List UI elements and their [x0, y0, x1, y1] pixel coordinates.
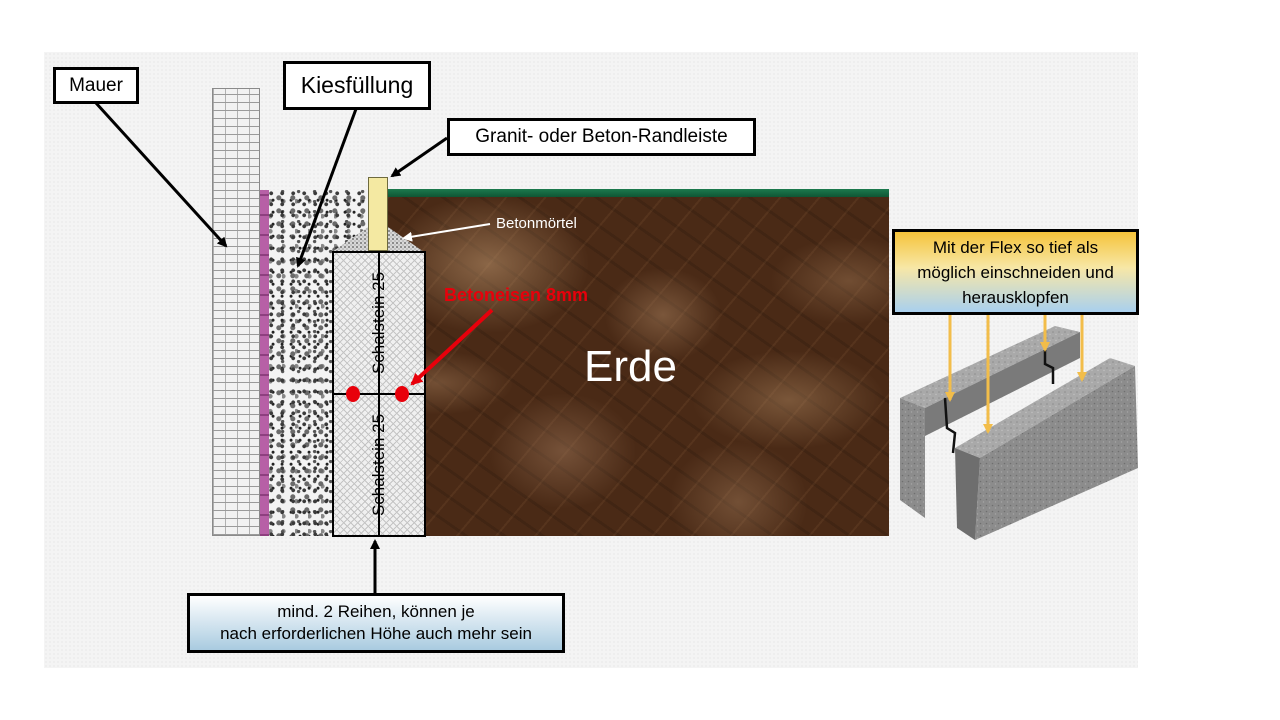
rebar-dot-right [395, 386, 409, 402]
gravel-label: Kiesfüllung [300, 72, 414, 98]
wall-label-box: Mauer [53, 67, 139, 104]
membrane-layer [260, 190, 269, 536]
flex-note-line-2: möglich einschneiden und [917, 262, 1114, 282]
curb-stone [368, 177, 388, 251]
formwork-block-illustration [900, 326, 1138, 540]
rows-note-line-1: mind. 2 Reihen, können je [277, 602, 475, 621]
gravel-label-box: Kiesfüllung [283, 61, 431, 110]
rows-note-box: mind. 2 Reihen, können je nach erforderl… [187, 593, 565, 653]
rows-note-line-2: nach erforderlichen Höhe auch mehr sein [220, 624, 532, 643]
rebar-dot-left [346, 386, 360, 402]
mortar-label: Betonmörtel [496, 215, 577, 232]
flex-note-line-1: Mit der Flex so tief als [932, 237, 1099, 257]
rebar-label: Betoneisen 8mm [444, 285, 589, 305]
grass-strip [387, 189, 889, 197]
wall [212, 88, 260, 536]
earth-label: Erde [584, 342, 677, 391]
flex-note-line-3: herausklopfen [962, 287, 1069, 307]
curb-label-box: Granit- oder Beton-Randleiste [447, 118, 756, 156]
curb-label: Granit- oder Beton-Randleiste [475, 126, 728, 147]
block-divider-line [378, 251, 380, 537]
wall-label: Mauer [69, 74, 123, 96]
flex-note-box: Mit der Flex so tief als möglich einschn… [892, 229, 1139, 315]
